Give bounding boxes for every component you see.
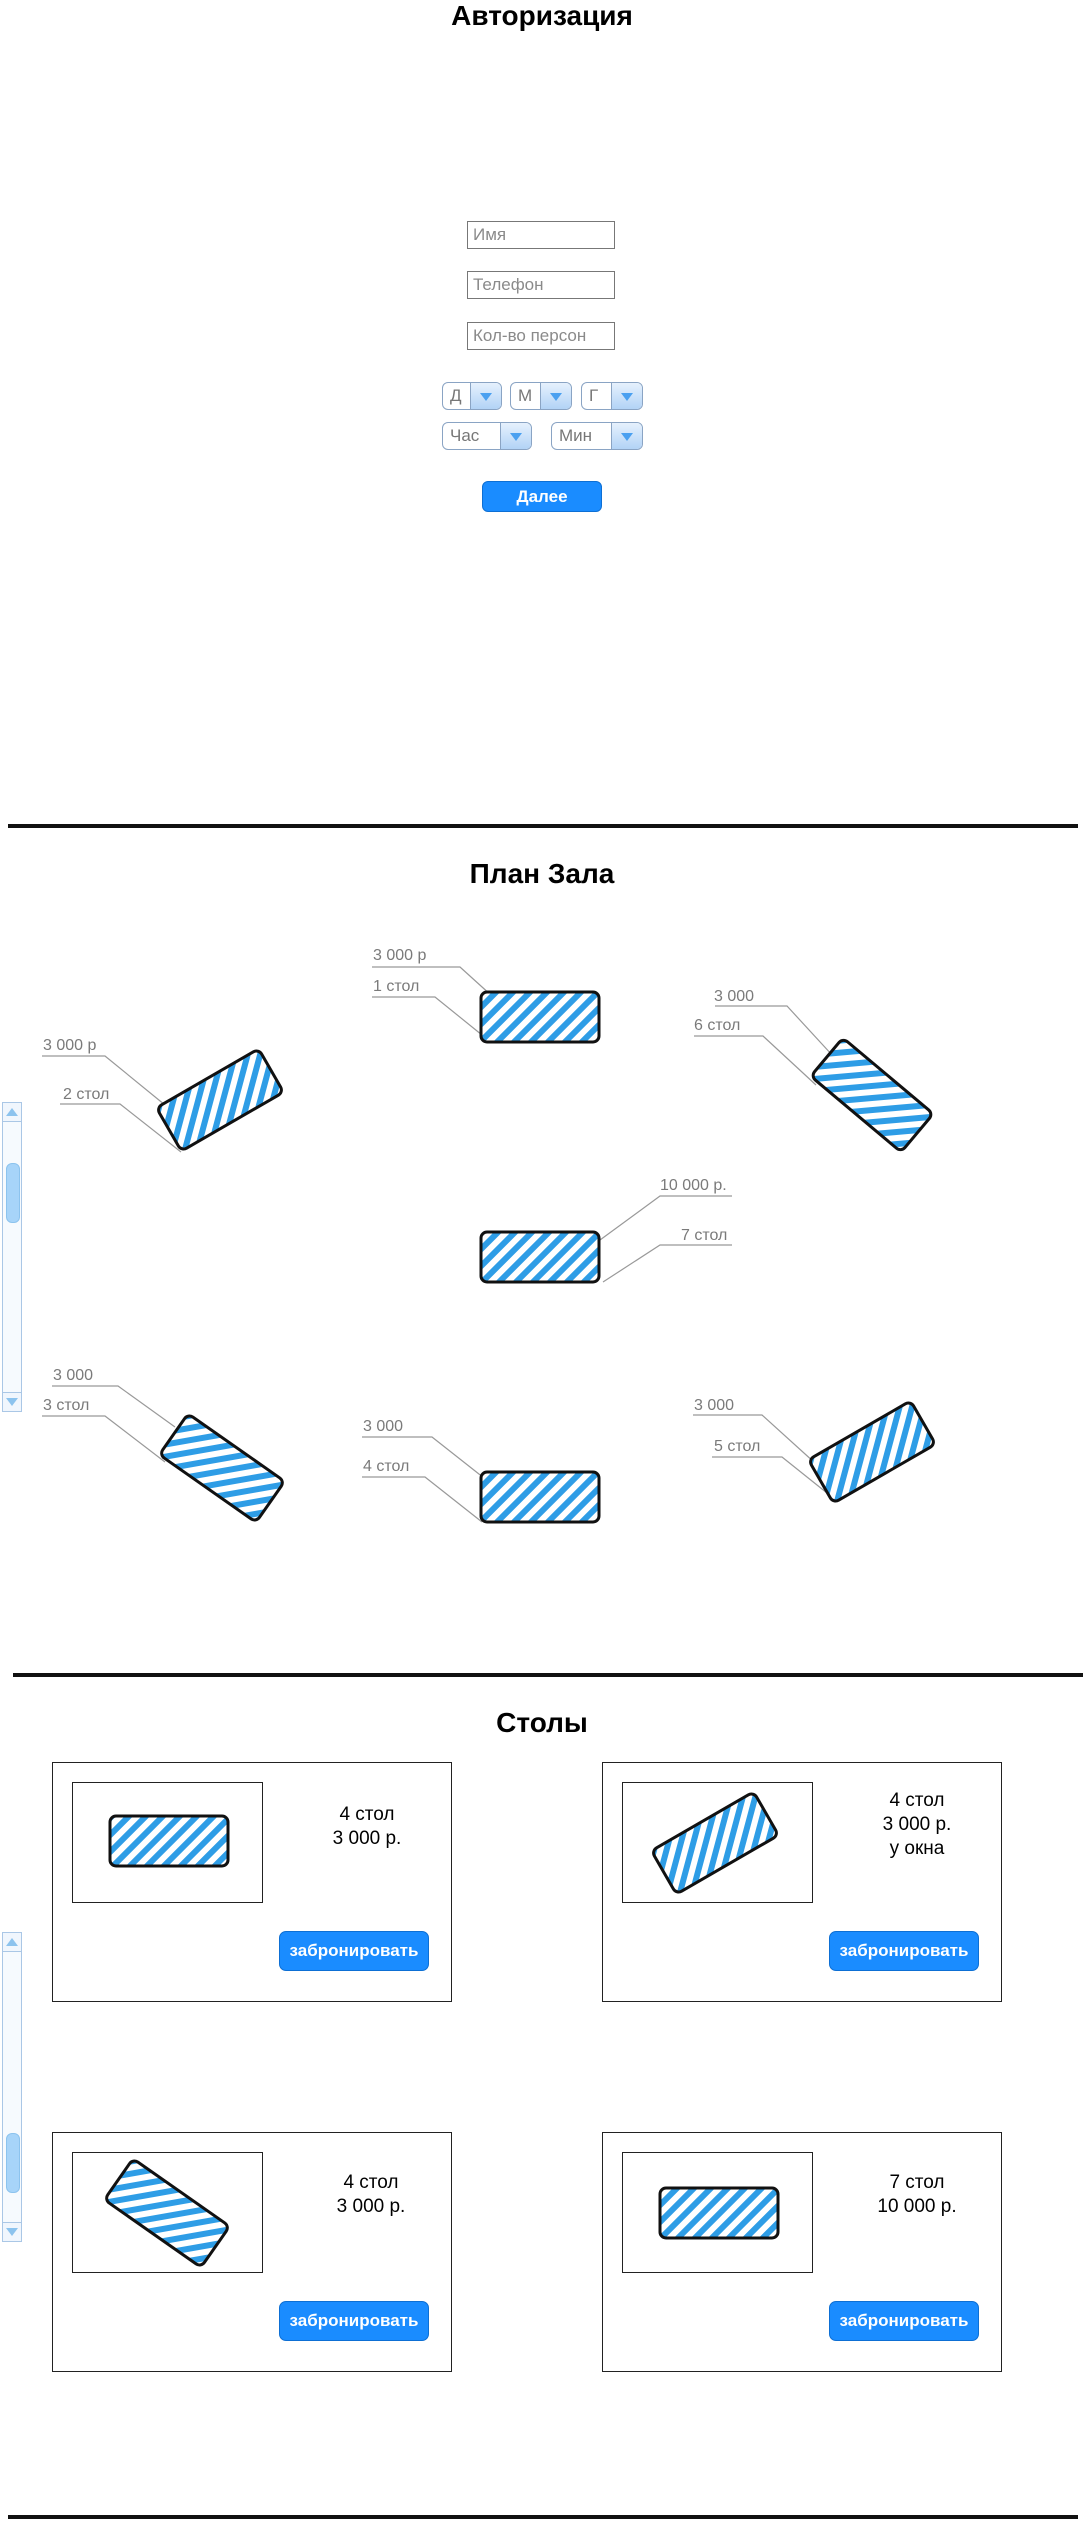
table-price: 10 000 р.: [877, 2196, 957, 2217]
table-price: 3 000 р.: [332, 1828, 402, 1849]
table-name: 4 стол: [889, 1790, 945, 1811]
table-icon[interactable]: [140, 1030, 300, 1170]
table-info: 4 стол 3 000 р. у окна: [847, 1789, 987, 1861]
scrollbar-thumb[interactable]: [6, 1163, 20, 1223]
book-button[interactable]: забронировать: [829, 1931, 979, 1971]
table-6-label: 6 стол: [694, 1017, 741, 1034]
table-3-label: 3 стол: [43, 1397, 90, 1414]
year-select[interactable]: Г: [581, 382, 643, 410]
book-button[interactable]: забронировать: [279, 2301, 429, 2341]
table-note: у окна: [889, 1838, 945, 1859]
table-1-price: 3 000 р: [373, 947, 427, 964]
table-icon[interactable]: [140, 1398, 300, 1538]
scrollbar-thumb[interactable]: [6, 2133, 20, 2193]
scroll-up-icon[interactable]: [3, 1933, 21, 1952]
hall-title: План Зала: [469, 858, 615, 889]
table-info: 7 стол 10 000 р.: [847, 2171, 987, 2219]
scroll-down-icon[interactable]: [3, 1392, 21, 1411]
chevron-down-icon[interactable]: [470, 383, 501, 409]
table-4-price: 3 000: [363, 1418, 404, 1435]
chevron-down-icon[interactable]: [540, 383, 571, 409]
day-label: Д: [450, 386, 462, 405]
hour-select[interactable]: Час: [442, 422, 532, 450]
table-icon[interactable]: [470, 1460, 610, 1540]
table-icon: [658, 2186, 780, 2240]
day-select[interactable]: Д: [442, 382, 502, 410]
book-button[interactable]: забронировать: [829, 2301, 979, 2341]
name-field[interactable]: Имя: [467, 221, 615, 249]
section-divider: [8, 2515, 1078, 2519]
table-icon[interactable]: [792, 1382, 952, 1522]
table-info: 4 стол 3 000 р.: [301, 2171, 441, 2219]
next-button[interactable]: Далее: [482, 481, 602, 512]
section-divider: [8, 824, 1078, 828]
table-thumbnail: [622, 1782, 813, 1903]
table-icon: [652, 1792, 778, 1894]
table-1-label: 1 стол: [373, 978, 420, 995]
chevron-down-icon[interactable]: [500, 423, 531, 449]
month-label: М: [518, 386, 533, 405]
table-card: 7 стол 10 000 р. забронировать: [602, 2132, 1002, 2372]
table-7-price: 10 000 р.: [660, 1177, 727, 1194]
table-icon: [108, 1814, 230, 1868]
hall-scrollbar[interactable]: [2, 1102, 22, 1412]
table-5-price: 3 000: [694, 1397, 735, 1414]
leader-lines: [42, 966, 834, 1523]
table-name: 7 стол: [889, 2172, 945, 2193]
table-thumbnail: [72, 2152, 263, 2273]
table-icon: [105, 2159, 229, 2267]
table-2-price: 3 000 р: [43, 1037, 97, 1054]
table-card: 4 стол 3 000 р. у окна забронировать: [602, 1762, 1002, 2002]
auth-title: Авторизация: [451, 0, 633, 31]
phone-field[interactable]: Телефон: [467, 271, 615, 299]
table-5-label: 5 стол: [714, 1438, 761, 1455]
table-card: 4 стол 3 000 р. забронировать: [52, 1762, 452, 2002]
scroll-down-icon[interactable]: [3, 2222, 21, 2241]
year-label: Г: [589, 386, 599, 405]
table-icon[interactable]: [470, 980, 610, 1060]
table-name: 4 стол: [339, 1804, 395, 1825]
table-3-price: 3 000: [53, 1367, 94, 1384]
table-price: 3 000 р.: [882, 1814, 952, 1835]
chevron-down-icon[interactable]: [611, 423, 642, 449]
section-divider: [13, 1673, 1083, 1677]
table-2-label: 2 стол: [63, 1086, 110, 1103]
book-button[interactable]: забронировать: [279, 1931, 429, 1971]
table-icon[interactable]: [470, 1222, 610, 1302]
table-thumbnail: [622, 2152, 813, 2273]
table-7-label: 7 стол: [681, 1227, 728, 1244]
table-6-price: 3 000: [714, 988, 755, 1005]
minute-label: Мин: [559, 426, 593, 445]
table-name: 4 стол: [343, 2172, 399, 2193]
hour-label: Час: [450, 426, 480, 445]
tables-title: Столы: [496, 1707, 588, 1738]
scroll-up-icon[interactable]: [3, 1103, 21, 1122]
table-4-label: 4 стол: [363, 1458, 410, 1475]
table-price: 3 000 р.: [336, 2196, 406, 2217]
persons-field[interactable]: Кол-во персон: [467, 322, 615, 350]
table-card: 4 стол 3 000 р. забронировать: [52, 2132, 452, 2372]
table-info: 4 стол 3 000 р.: [297, 1803, 437, 1851]
minute-select[interactable]: Мин: [551, 422, 643, 450]
table-icon[interactable]: [792, 1025, 952, 1165]
table-thumbnail: [72, 1782, 263, 1903]
chevron-down-icon[interactable]: [611, 383, 642, 409]
tables-scrollbar[interactable]: [2, 1932, 22, 2242]
month-select[interactable]: М: [510, 382, 572, 410]
